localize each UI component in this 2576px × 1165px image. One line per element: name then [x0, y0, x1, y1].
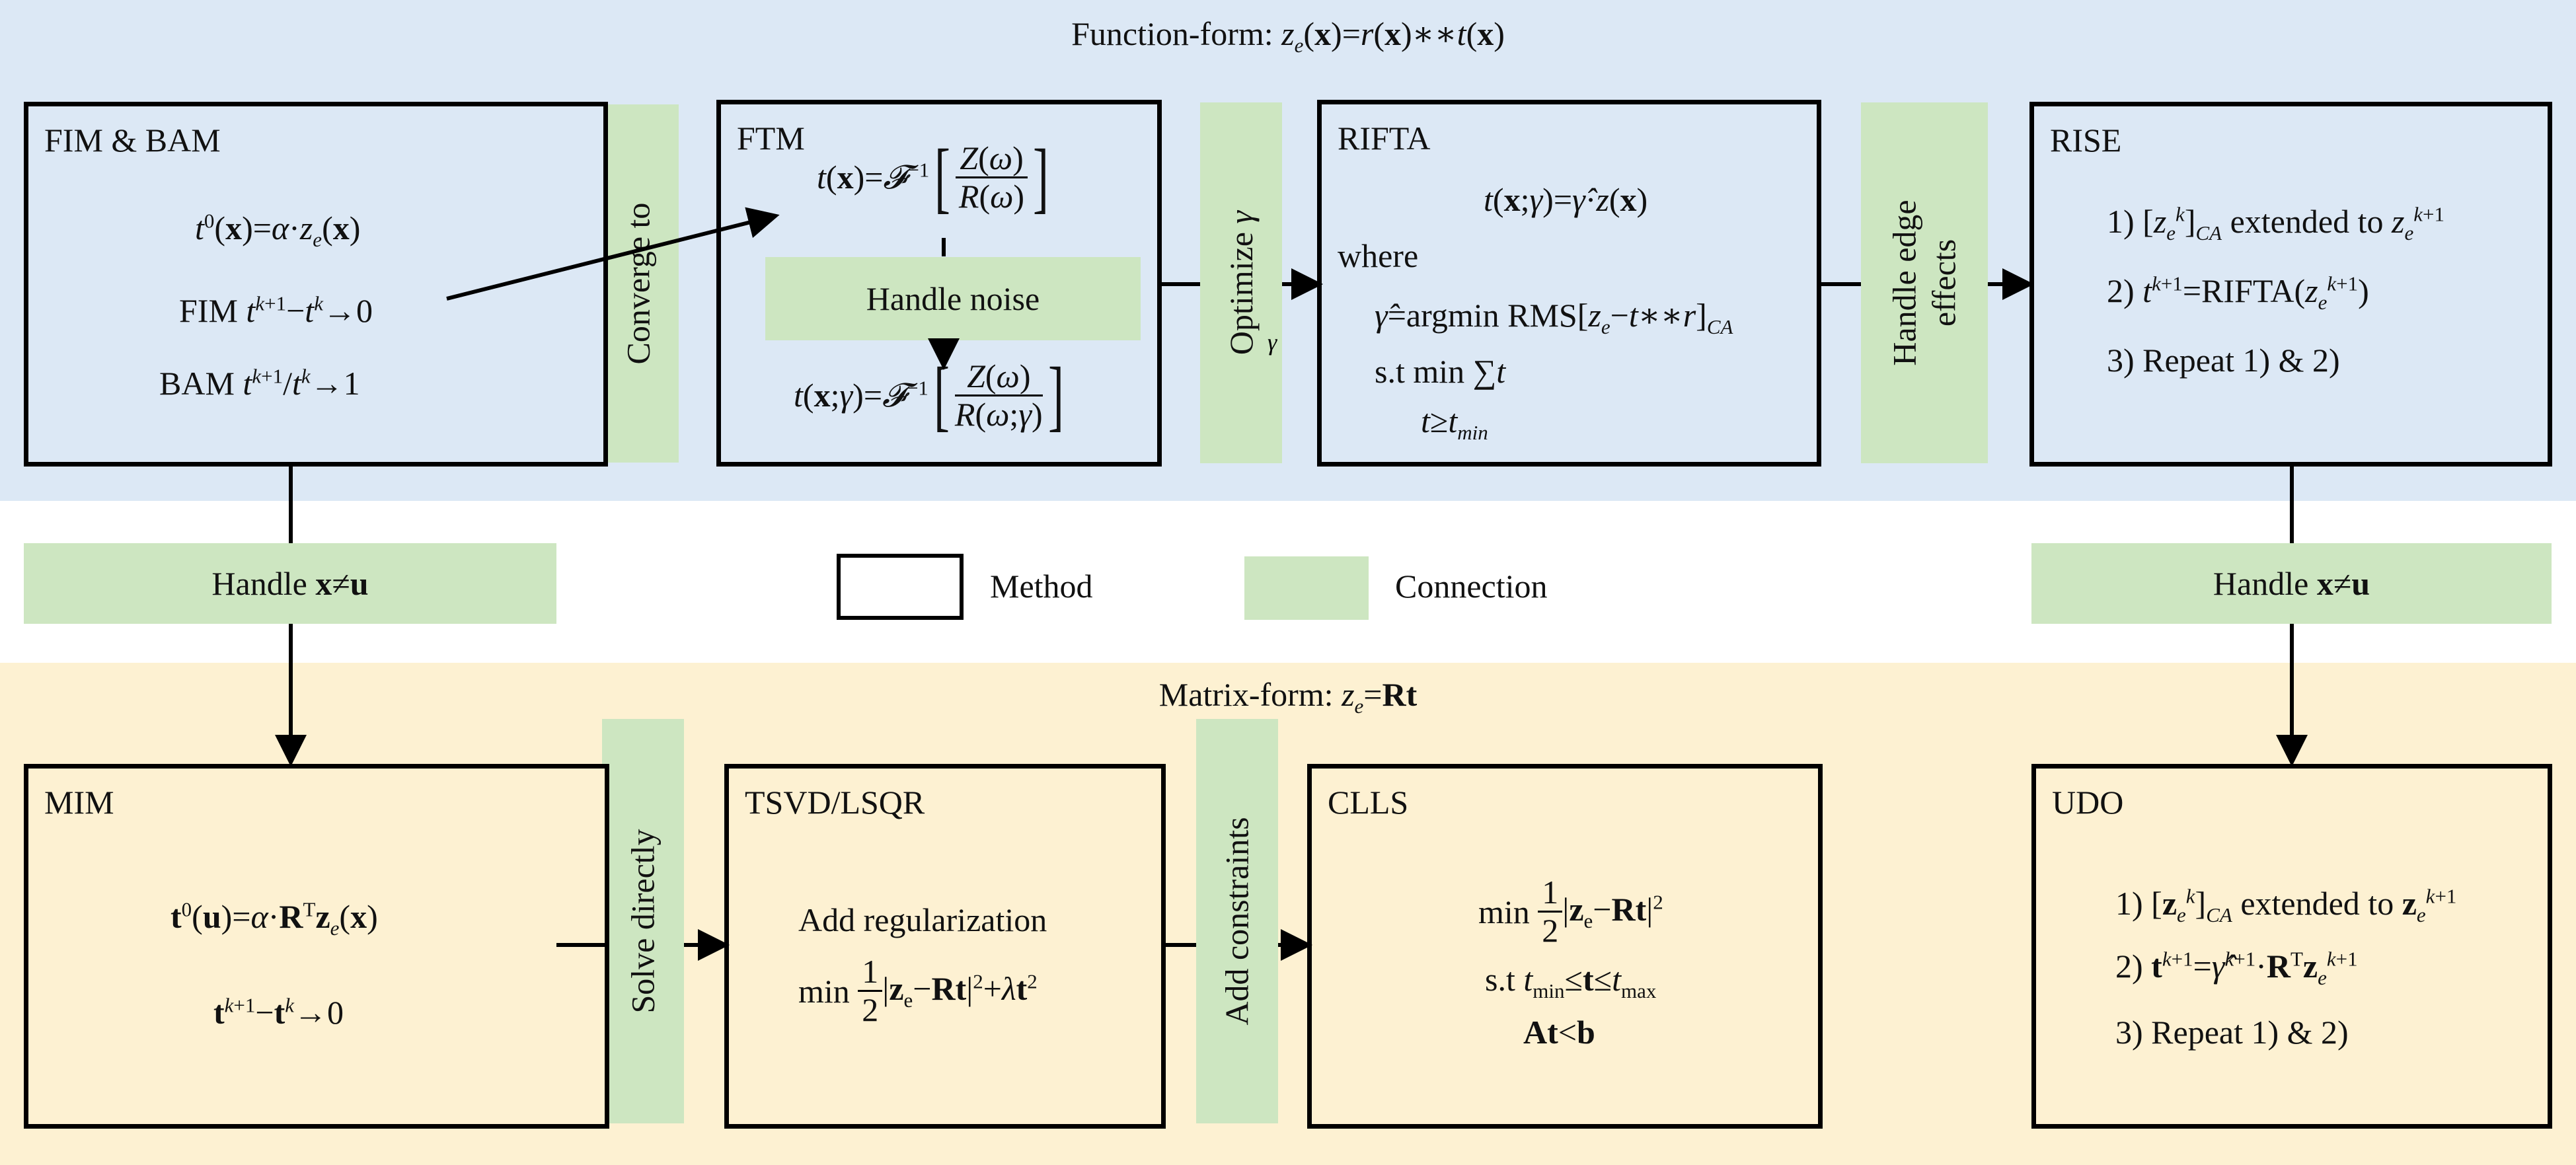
clls-line-2: s.t tmin≤t≤tmax [1485, 961, 1657, 1002]
rifta-line-3: γ̂=argmin RMS[ze−t∗∗r]CA [1375, 297, 1733, 338]
handle-x-neq-u-right: Handle x≠u [2031, 543, 2552, 624]
fim-to-ftm-arrow [446, 207, 780, 301]
fim-bam-line-3: BAM tk+1/tk→1 [159, 364, 360, 402]
legend-connection-swatch [1244, 556, 1369, 620]
udo-line-2: 2) tk+1=γ̂k+1·RTzek+1 [2115, 947, 2358, 989]
handle-noise-connector: Handle noise [765, 257, 1141, 340]
solve-directly-connector: Solve directly [602, 719, 684, 1123]
rise-line-1: 1) [zek]CA extended to zek+1 [2107, 202, 2444, 244]
function-form-title: Function-form: ze(x)=r(x)∗∗t(x) [1071, 15, 1505, 57]
legend-connection-label: Connection [1395, 568, 1548, 605]
optimize-gamma-connector: Optimize γ [1200, 102, 1282, 463]
fim-bam-line-1: t0(x)=α·ze(x) [195, 209, 361, 251]
rifta-line-1: t(x;γ)=γ̂·z(x) [1484, 181, 1648, 218]
matrix-form-title: Matrix-form: ze=Rt [1158, 676, 1418, 718]
handle-x-neq-u-left-label: Handle x≠u [211, 565, 369, 602]
add-constraints-connector: Add constraints [1196, 719, 1278, 1123]
handle-x-neq-u-right-label: Handle x≠u [2213, 565, 2370, 602]
udo-line-1: 1) [zek]CA extended to zek+1 [2115, 884, 2457, 926]
mim-line-1: t0(u)=α·RTze(x) [170, 897, 378, 940]
mim-line-2: tk+1−tk→0 [213, 993, 344, 1031]
rise-line-2: 2) tk+1=RIFTA(zek+1) [2107, 272, 2369, 314]
legend-method-label: Method [990, 568, 1093, 605]
ftm-line-1: t(x)=𝓕−1[ Z(ω)R(ω) ] [817, 133, 1049, 221]
fim-bam-line-2: FIM tk+1−tk→0 [179, 291, 373, 329]
mim-box: MIM t0(u)=α·RTze(x) tk+1−tk→0 [24, 764, 609, 1129]
rise-box: RISE 1) [zek]CA extended to zek+1 2) tk+… [2029, 102, 2552, 467]
rifta-line-4: s.t min ∑t [1375, 353, 1506, 390]
rifta-box: RIFTA t(x;γ)=γ̂·z(x) where γ̂=argmin RMS… [1317, 100, 1821, 467]
legend-method-swatch [837, 554, 964, 620]
rifta-min-subscript-gamma: γ [1268, 329, 1277, 356]
converge-to-connector: Converge to [597, 104, 679, 463]
rifta-line-5: t≥tmin [1421, 402, 1488, 444]
ftm-line-2: t(x;γ)=𝓕−1[ Z(ω)R(ω;γ) ] [794, 351, 1064, 439]
handle-x-neq-u-left: Handle x≠u [24, 543, 556, 624]
clls-line-3: At<b [1523, 1014, 1595, 1051]
udo-box: UDO 1) [zek]CA extended to zek+1 2) tk+1… [2031, 764, 2552, 1129]
